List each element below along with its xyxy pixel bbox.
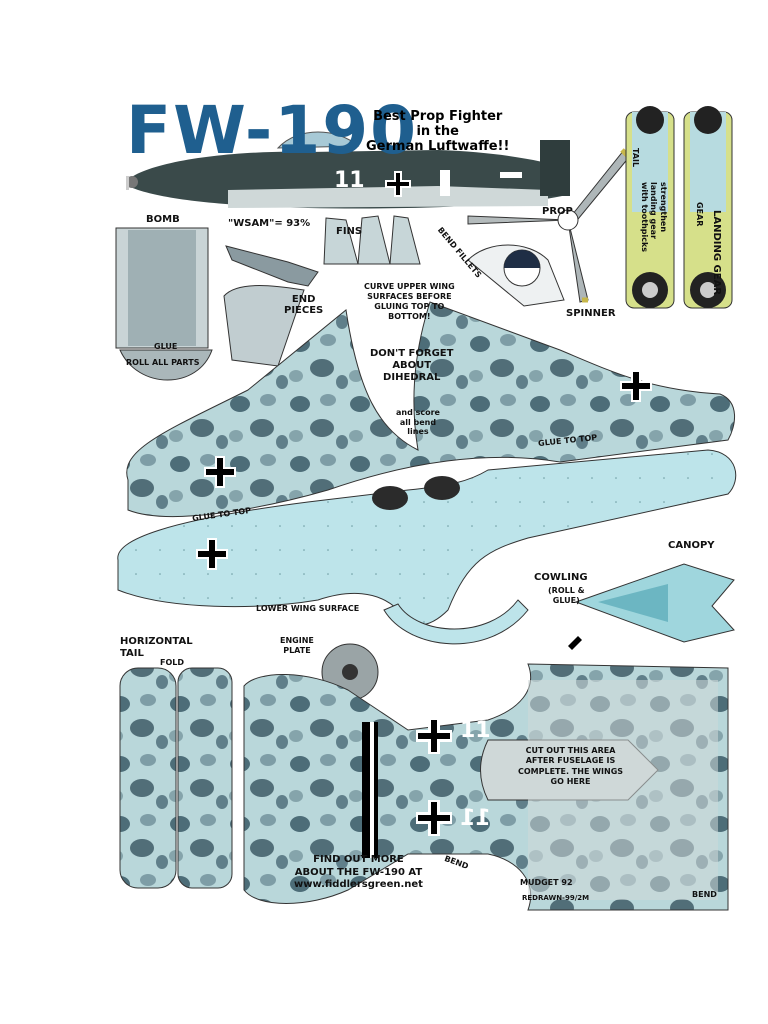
roll-all-parts-label: ROLL ALL PARTS bbox=[126, 358, 200, 367]
wsam-label: "WSAM"= 93% bbox=[228, 218, 311, 229]
bomb-label: BOMB bbox=[146, 214, 180, 225]
fuselage-number-bottom: 11 bbox=[460, 806, 491, 831]
midget-label: MUDGET 92 bbox=[520, 878, 573, 887]
fold-label: FOLD bbox=[160, 658, 185, 667]
parts-drawing bbox=[115, 106, 737, 911]
cowling-ring bbox=[383, 599, 529, 645]
landing-gear-label: LANDING GEAR bbox=[711, 210, 722, 296]
fuselage-cross bbox=[385, 171, 411, 197]
lower-wing-part bbox=[117, 449, 737, 626]
roll-glue-note: (ROLL &GLUE) bbox=[548, 586, 585, 605]
aircraft-side-view bbox=[126, 131, 570, 209]
canopy-part bbox=[574, 563, 735, 643]
spinner-label: SPINNER bbox=[566, 308, 616, 319]
propeller-part bbox=[467, 148, 632, 303]
spinner-part bbox=[467, 244, 565, 307]
bend-label-b: BEND bbox=[692, 890, 717, 899]
wing-cross-right bbox=[620, 370, 652, 402]
cowling-label: COWLING bbox=[534, 572, 588, 583]
website-link[interactable]: www.fiddlersgreen.net bbox=[294, 879, 423, 890]
fuselage-cross-bottom bbox=[416, 800, 452, 836]
gear-label: GEAR bbox=[695, 202, 704, 227]
fuselage-number-side: 11 bbox=[334, 168, 365, 193]
prop-label: PROP bbox=[542, 206, 573, 217]
fins-label: FINS bbox=[336, 226, 363, 237]
glue-label: GLUE bbox=[154, 342, 178, 351]
wing-cross-left bbox=[204, 456, 236, 488]
tail-label: TAIL bbox=[631, 148, 640, 168]
lower-wing-cross bbox=[196, 538, 228, 570]
fuselage-number-top: 11 bbox=[460, 718, 491, 743]
horizontal-tail-part bbox=[119, 667, 233, 889]
fuselage-part bbox=[243, 663, 729, 911]
fins-part bbox=[323, 215, 421, 265]
canopy-label: CANOPY bbox=[668, 540, 715, 551]
arrow-icon bbox=[568, 636, 582, 650]
page-title: FW-190 bbox=[126, 92, 419, 169]
bomb-part bbox=[115, 227, 213, 381]
bomb-body bbox=[223, 245, 319, 367]
fuselage-cross-top bbox=[416, 718, 452, 754]
landing-gear-part bbox=[625, 106, 733, 309]
lower-wing-label: LOWER WING SURFACE bbox=[256, 604, 360, 613]
redrawn-label: REDRAWN-99/2M bbox=[522, 894, 590, 902]
